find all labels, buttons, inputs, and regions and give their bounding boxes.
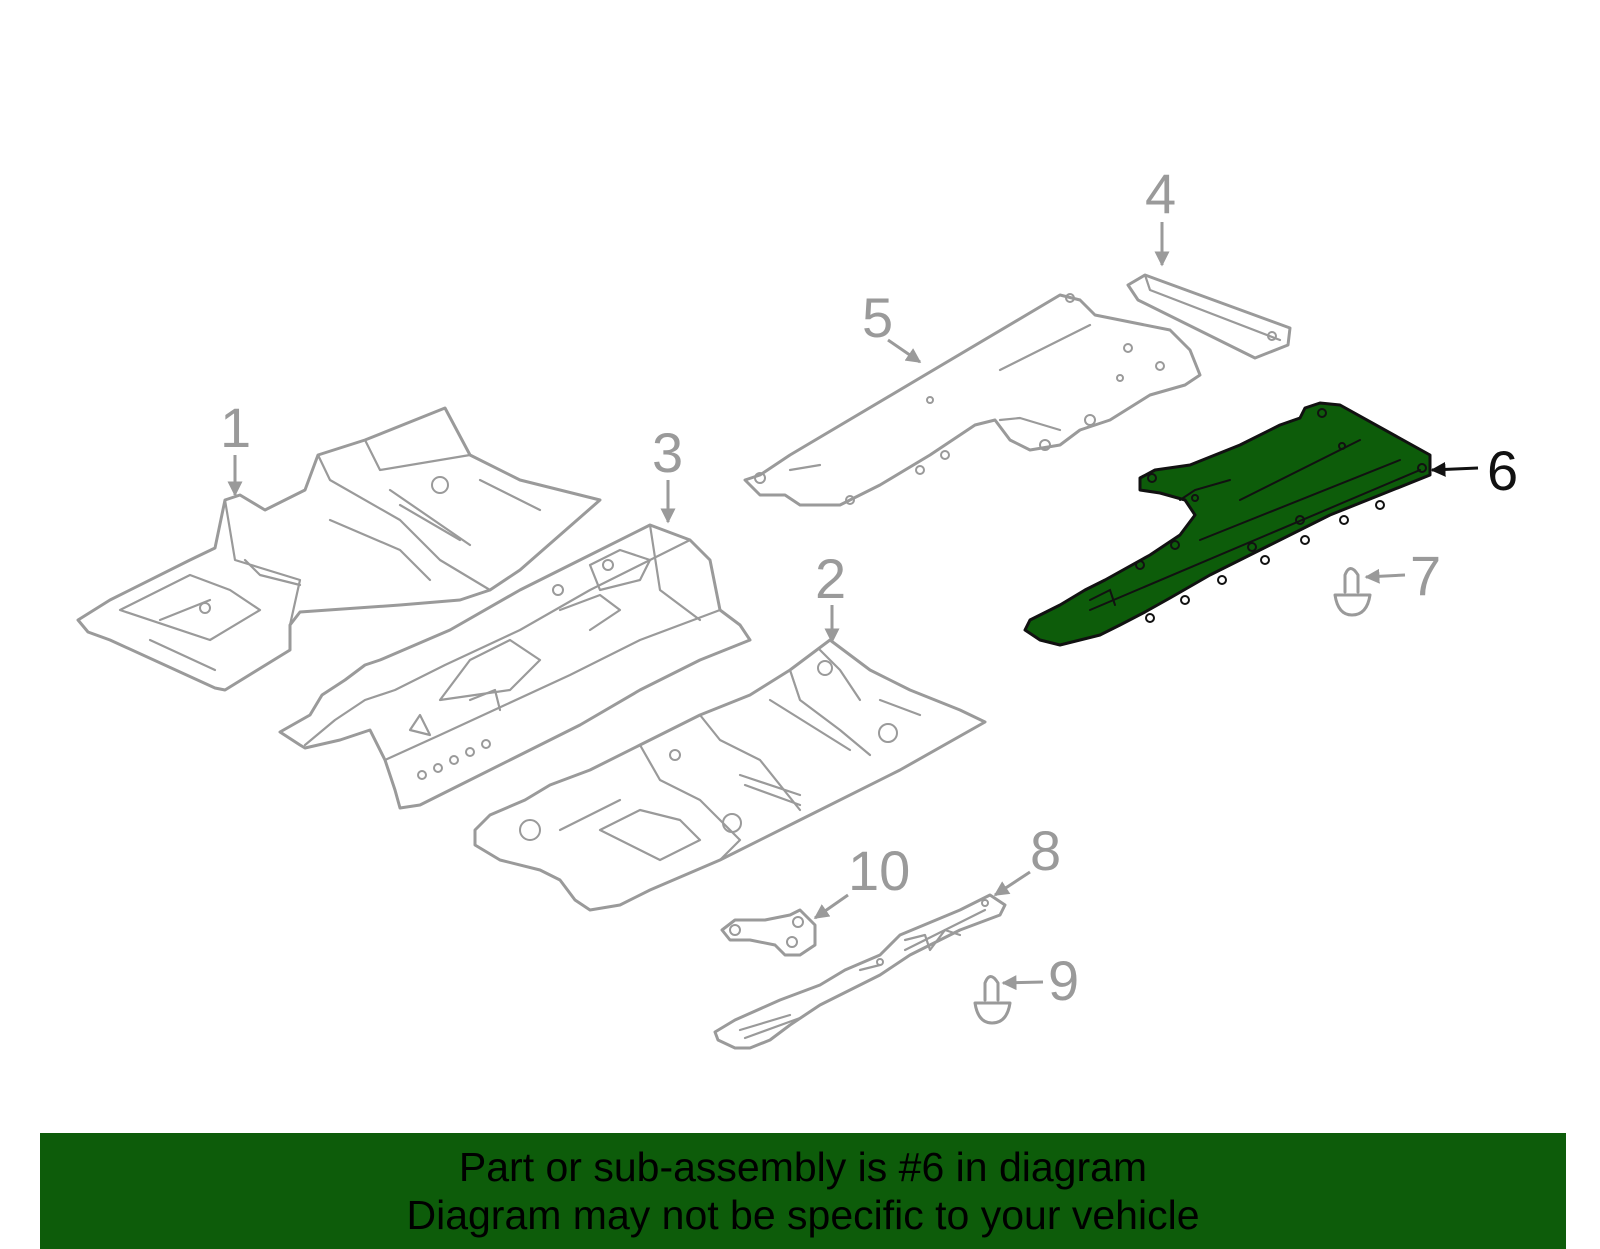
callout-1: 1 [220, 396, 251, 497]
svg-text:8: 8 [1030, 819, 1061, 882]
svg-text:4: 4 [1145, 162, 1176, 225]
svg-text:1: 1 [220, 396, 251, 459]
svg-text:7: 7 [1410, 544, 1441, 607]
part-4-plate[interactable] [1126, 273, 1292, 360]
callout-5: 5 [862, 286, 922, 364]
part-8-long-plate[interactable] [713, 893, 1007, 1050]
callout-10: 10 [813, 839, 910, 920]
callout-4: 4 [1145, 162, 1176, 267]
banner-line-2: Diagram may not be specific to your vehi… [406, 1192, 1200, 1238]
part-1-front-floor[interactable] [76, 406, 602, 692]
callout-6: 6 [1430, 439, 1518, 502]
svg-text:5: 5 [862, 286, 893, 349]
svg-text:9: 9 [1048, 949, 1079, 1012]
callout-9: 9 [1001, 949, 1079, 1012]
part-9-clip[interactable] [973, 975, 1012, 1025]
part-5-shield[interactable] [743, 293, 1202, 507]
callout-8: 8 [993, 819, 1061, 897]
callout-2: 2 [815, 547, 846, 644]
part-3-tunnel[interactable] [278, 523, 752, 810]
svg-text:6: 6 [1487, 439, 1518, 502]
part-2-rear-floor[interactable] [473, 638, 987, 912]
part-6-highlighted-shield[interactable] [1023, 401, 1432, 647]
svg-text:2: 2 [815, 547, 846, 610]
callout-7: 7 [1364, 544, 1441, 607]
svg-text:3: 3 [652, 421, 683, 484]
info-banner: Part or sub-assembly is #6 in diagram Di… [40, 1133, 1566, 1249]
callout-3: 3 [652, 421, 683, 524]
part-10-bracket[interactable] [720, 908, 817, 957]
banner-line-1: Part or sub-assembly is #6 in diagram [458, 1144, 1148, 1190]
svg-text:10: 10 [848, 839, 910, 902]
part-7-clip[interactable] [1333, 567, 1372, 617]
